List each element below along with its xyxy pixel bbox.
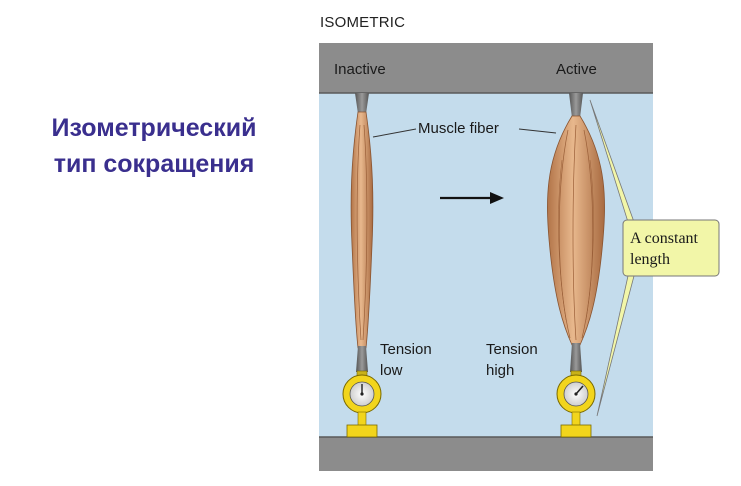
slide-title-line-2: тип сокращения	[53, 150, 255, 178]
active-muscle	[547, 93, 605, 372]
tension-high-line-1: Tension	[486, 341, 538, 358]
tension-high-line-2: high	[486, 362, 514, 379]
inactive-top-tendon	[355, 93, 369, 114]
top-plate	[319, 43, 653, 93]
inactive-bottom-tendon	[356, 346, 368, 372]
transition-arrow-icon	[440, 192, 504, 204]
active-top-tendon	[569, 93, 583, 118]
figure-header: ISOMETRIC	[320, 14, 406, 31]
constant-length-line-1: A constant	[630, 230, 699, 247]
bottom-plate	[319, 437, 653, 471]
inactive-label: Inactive	[334, 61, 386, 78]
inactive-muscle	[350, 93, 374, 372]
tension-low-line-2: low	[380, 362, 403, 379]
active-label: Active	[556, 61, 597, 78]
tension-gauge-low-icon	[342, 370, 382, 438]
active-bottom-tendon	[570, 343, 582, 372]
slide-title: Изометрический тип сокращения	[20, 110, 288, 182]
constant-length-line-2: length	[630, 251, 670, 268]
muscle-fiber-label: Muscle fiber	[418, 120, 499, 137]
slide-title-line-1: Изометрический	[51, 114, 257, 142]
constant-length-callout: A constant length	[589, 99, 720, 417]
tension-gauge-high-icon	[556, 370, 596, 438]
tension-low-line-1: Tension	[380, 341, 432, 358]
